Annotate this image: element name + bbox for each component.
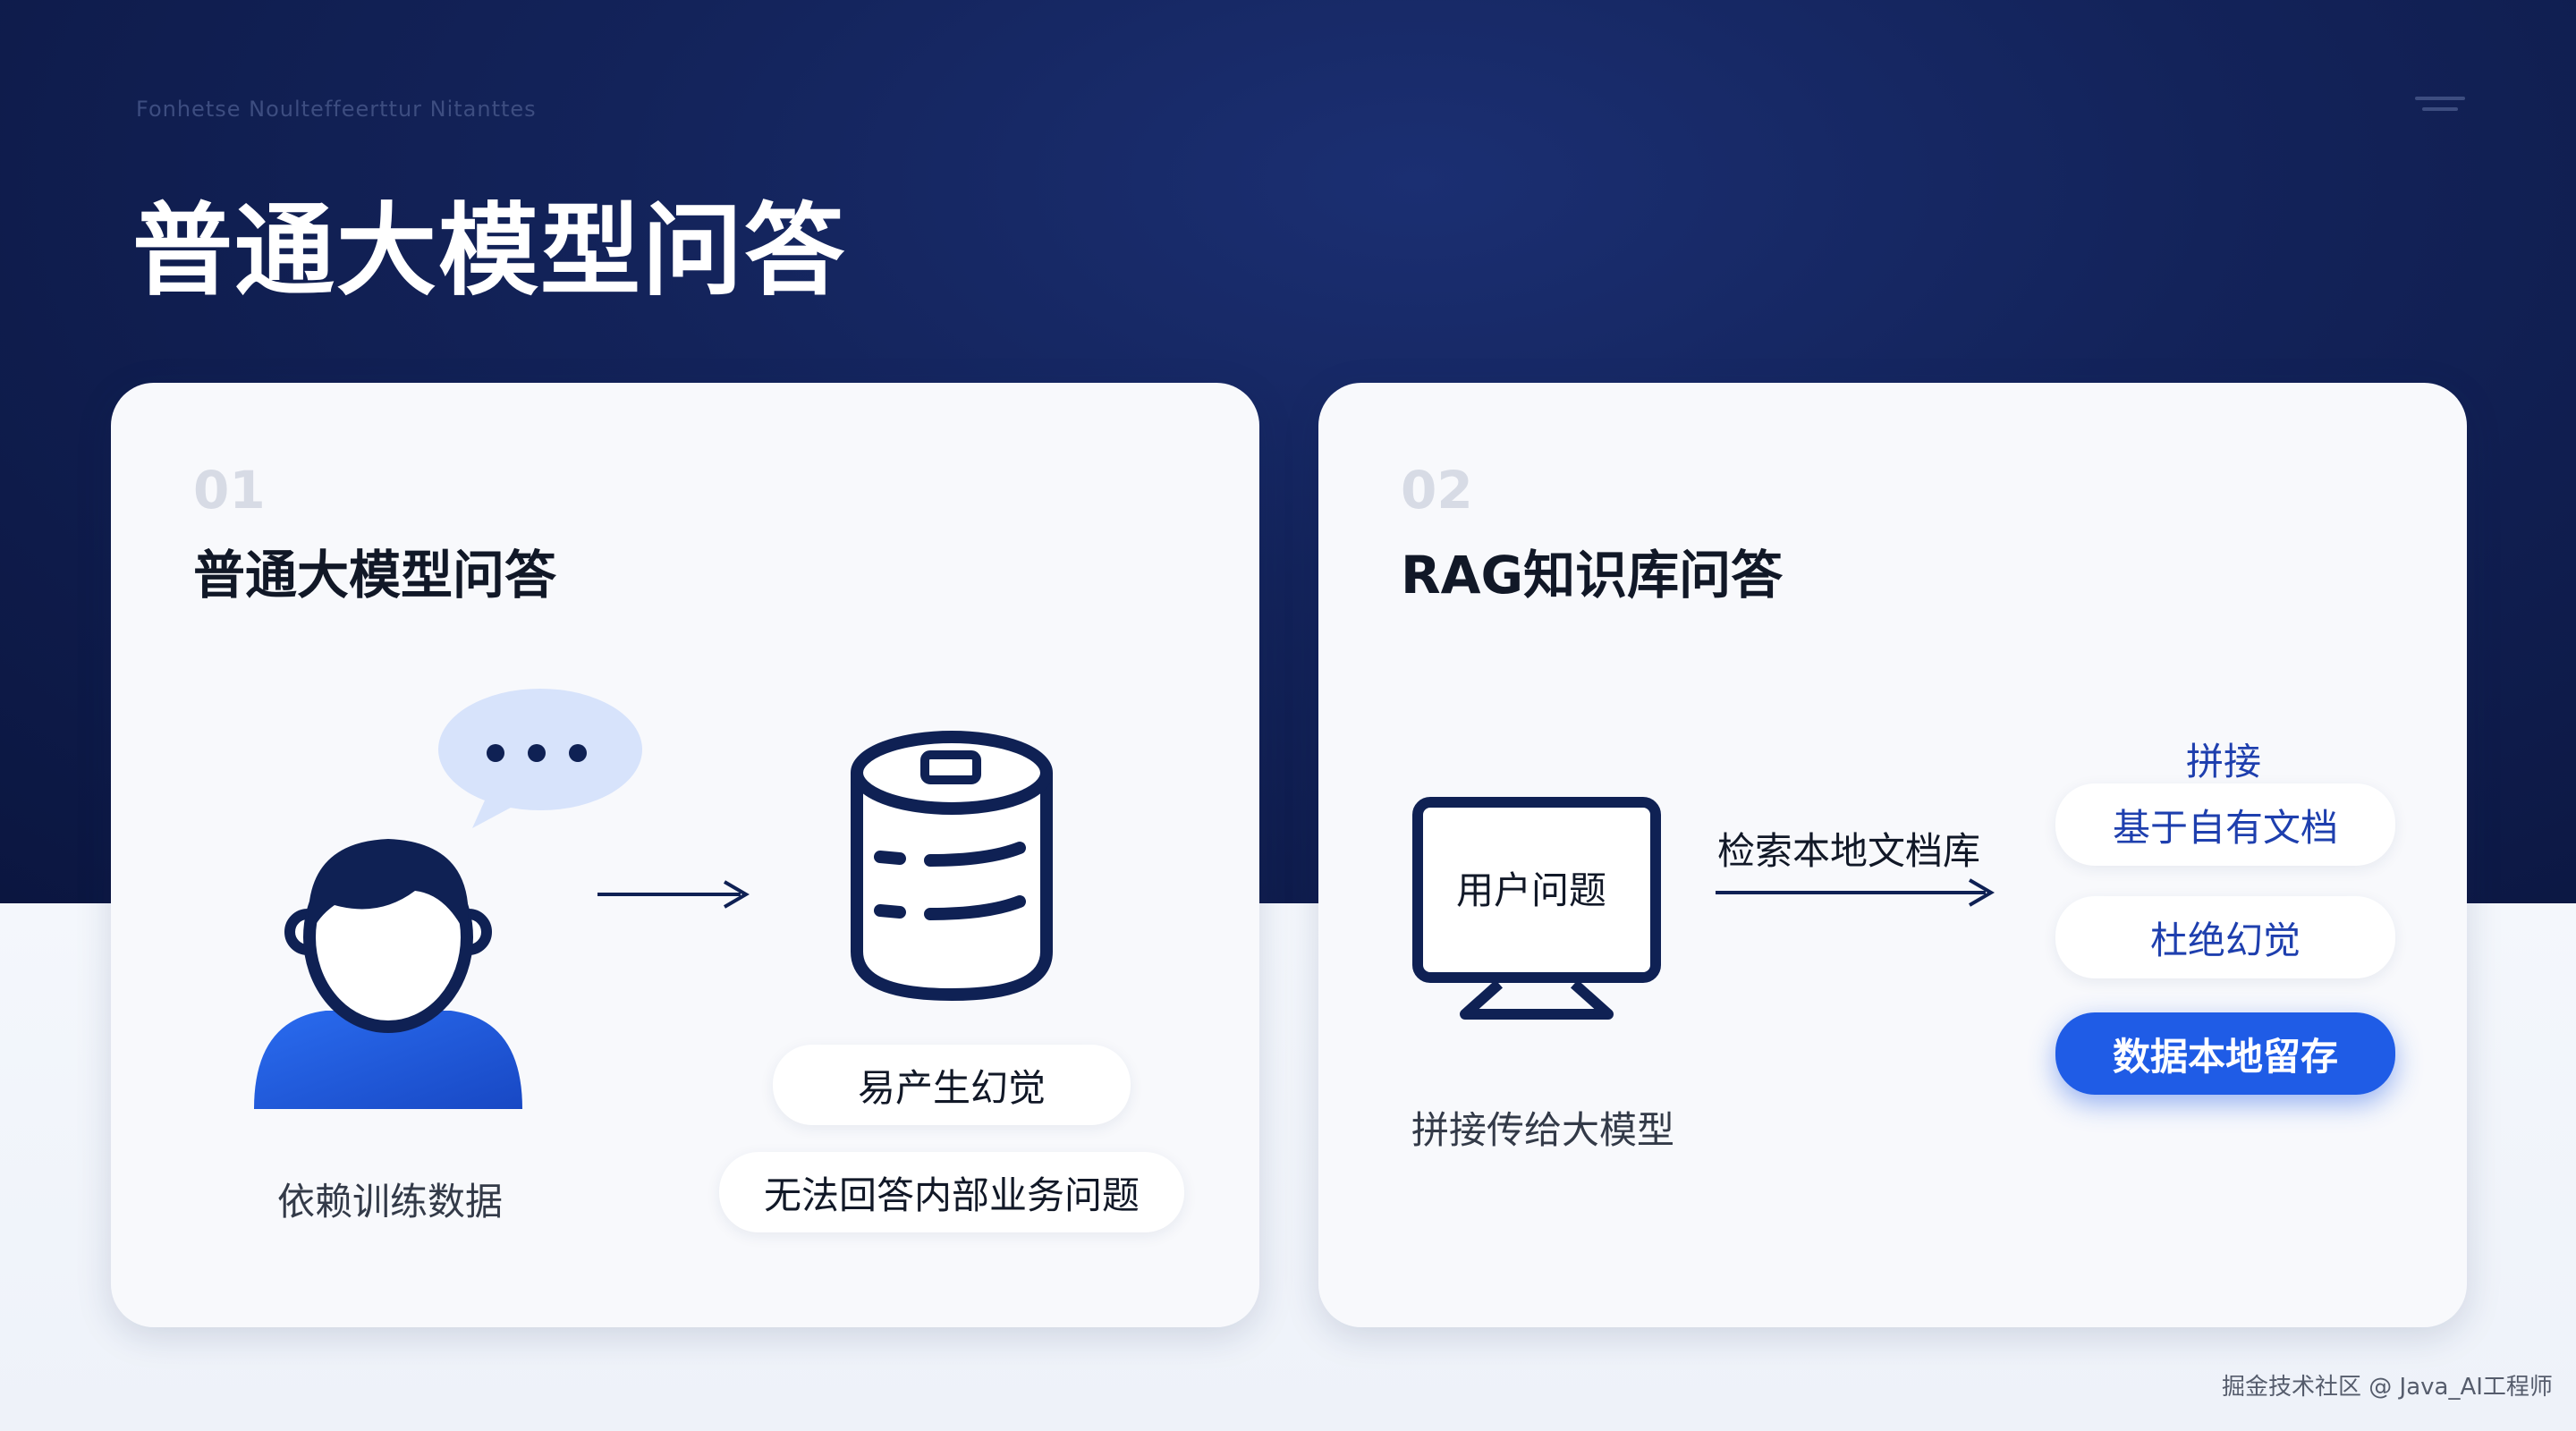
monitor-label: 用户问题	[1456, 868, 1607, 912]
card-title: 普通大模型问答	[193, 545, 557, 605]
arrow-right-icon	[1716, 878, 1995, 907]
issue-pill-internal-questions: 无法回答内部业务问题	[719, 1152, 1184, 1232]
arrow-right-icon	[597, 880, 750, 909]
database-icon	[851, 731, 1053, 1002]
splice-label: 拼接	[2186, 740, 2262, 783]
benefit-pill-no-hallucination: 杜绝幻觉	[2055, 896, 2395, 978]
issue-pill-hallucination: 易产生幻觉	[773, 1045, 1131, 1125]
monitor-icon	[1412, 797, 1661, 1020]
speech-bubble-icon	[438, 689, 642, 828]
arrow-label: 检索本地文档库	[1717, 829, 1981, 873]
benefit-pill-local-data[interactable]: 数据本地留存	[2055, 1012, 2395, 1095]
watermark: 掘金技术社区 @ Java_AI工程师	[2222, 1374, 2553, 1401]
menu-icon[interactable]	[2415, 97, 2465, 114]
page-title: 普通大模型问答	[132, 193, 846, 309]
user-caption: 依赖训练数据	[277, 1180, 504, 1224]
benefit-pill-own-docs: 基于自有文档	[2055, 783, 2395, 866]
card-title: RAG知识库问答	[1401, 545, 1784, 605]
card-caption: 拼接传给大模型	[1411, 1108, 1675, 1152]
header-subtitle: Fonhetse Noulteffeerttur Nitanttes	[136, 97, 537, 122]
card-rag-kb: 02 RAG知识库问答 用户问题 检索本地文档库 拼接传给大模型 拼接 基于自有…	[1318, 383, 2467, 1327]
card-standard-llm: 01 普通大模型问答 依赖训练数据 易产生幻觉 无法回答内部业务问题	[111, 383, 1259, 1327]
card-number: 01	[193, 460, 266, 521]
user-icon	[254, 839, 522, 1109]
card-number: 02	[1401, 460, 1473, 521]
